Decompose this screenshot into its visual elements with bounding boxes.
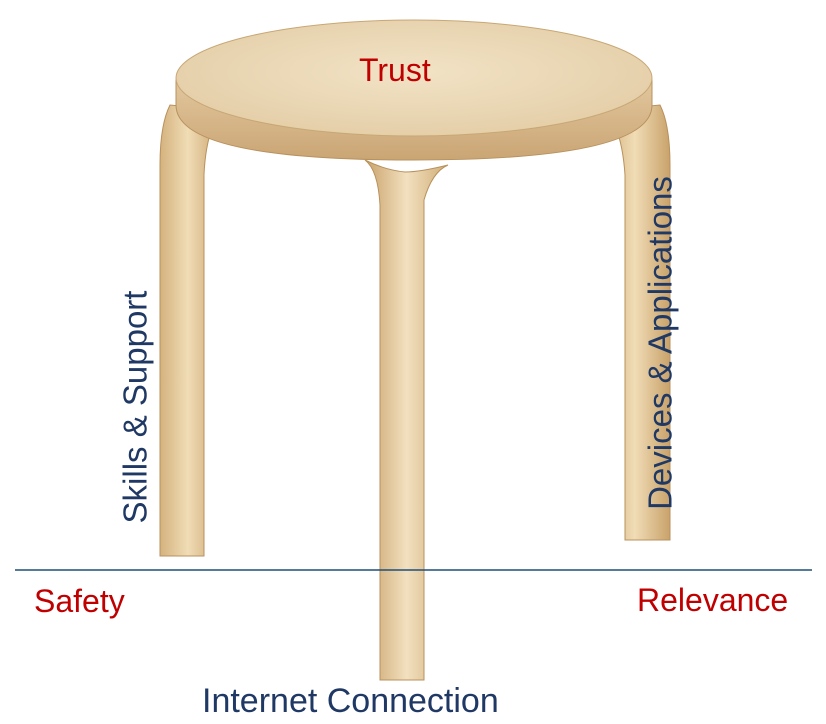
label-skills-support: Skills & Support: [116, 290, 154, 524]
label-trust: Trust: [359, 52, 431, 88]
label-safety: Safety: [34, 583, 125, 619]
label-relevance: Relevance: [637, 582, 789, 618]
label-devices-applications: Devices & Applications: [641, 176, 679, 510]
stool-center-leg: [364, 159, 449, 681]
stool-left-leg: [159, 104, 223, 557]
stool-seat-top: [175, 19, 653, 137]
label-internet-connection: Internet Connection: [202, 682, 499, 720]
